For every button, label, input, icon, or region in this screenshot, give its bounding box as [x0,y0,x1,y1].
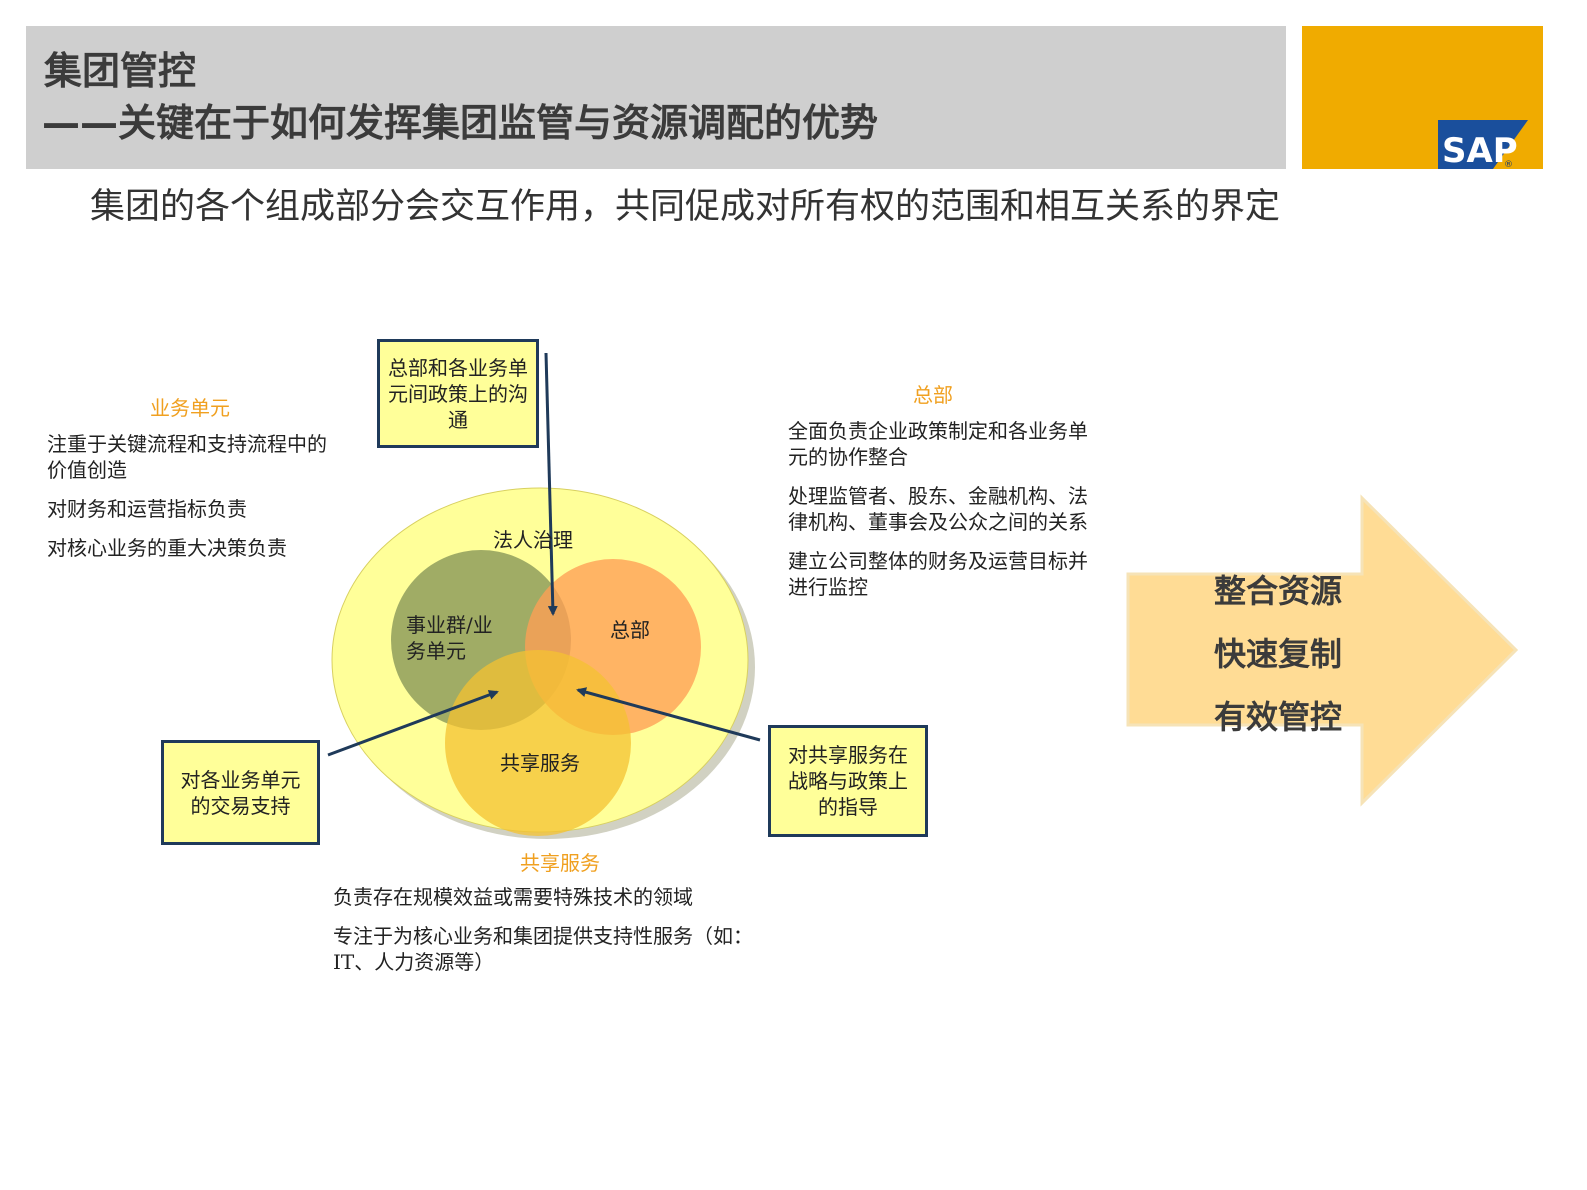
arrow-right [576,687,761,742]
shared-services-item: 负责存在规模效益或需要特殊技术的领域 [333,885,693,909]
sap-logo-text: SAP [1442,131,1518,169]
arrow-top [544,352,558,616]
arrow-left [327,690,499,757]
arrow-line-3: 有效管控 [1214,698,1343,736]
headquarters-item: 处理监管者、股东、金融机构、法律机构、董事会及公众之间的关系 [788,484,1088,534]
shared-services-item: 专注于为核心业务和集团提供支持性服务（如：IT、人力资源等） [333,924,753,974]
arrow-line-2: 快速复制 [1214,635,1343,673]
headquarters-item: 建立公司整体的财务及运营目标并进行监控 [788,549,1088,599]
headquarters-item: 全面负责企业政策制定和各业务单元的协作整合 [788,419,1088,469]
header-bar: 集团管控 ——关键在于如何发挥集团监管与资源调配的优势 [26,26,1286,169]
big-arrow [1126,494,1519,807]
callout-top: 总部和各业务单元间政策上的沟通 [377,339,539,448]
page-subtitle-title: ——关键在于如何发挥集团监管与资源调配的优势 [42,101,879,145]
shared-services-list: 负责存在规模效益或需要特殊技术的领域 专注于为核心业务和集团提供支持性服务（如：… [333,884,783,988]
sap-logo: SAP ® [1438,120,1528,169]
slide-subtitle: 集团的各个组成部分会交互作用，共同促成对所有权的范围和相互关系的界定 [90,187,1281,227]
business-unit-list: 注重于关键流程和支持流程中的价值创造 对财务和运营指标负责 对核心业务的重大决策… [47,431,337,574]
business-unit-item: 注重于关键流程和支持流程中的价值创造 [47,432,327,482]
callout-left: 对各业务单元的交易支持 [161,740,320,845]
arrow-line-1: 整合资源 [1214,572,1343,610]
headquarters-heading: 总部 [913,383,953,407]
shared-services-heading: 共享服务 [520,851,600,875]
brand-block: SAP ® [1302,26,1543,169]
callout-right: 对共享服务在战略与政策上的指导 [768,725,928,837]
venn-outer-label: 法人治理 [493,528,573,552]
registered-mark: ® [1504,160,1513,169]
venn-ss-label: 共享服务 [500,751,580,775]
business-unit-item: 对核心业务的重大决策负责 [47,536,287,560]
venn-hq-label: 总部 [610,618,650,642]
shared-services-circle [445,650,631,836]
venn-bu-label: 事业群/业务单元 [406,613,493,663]
business-unit-item: 对财务和运营指标负责 [47,497,247,521]
page-title: 集团管控 [44,49,197,93]
business-unit-heading: 业务单元 [150,396,230,420]
headquarters-list: 全面负责企业政策制定和各业务单元的协作整合 处理监管者、股东、金融机构、法律机构… [788,418,1088,613]
